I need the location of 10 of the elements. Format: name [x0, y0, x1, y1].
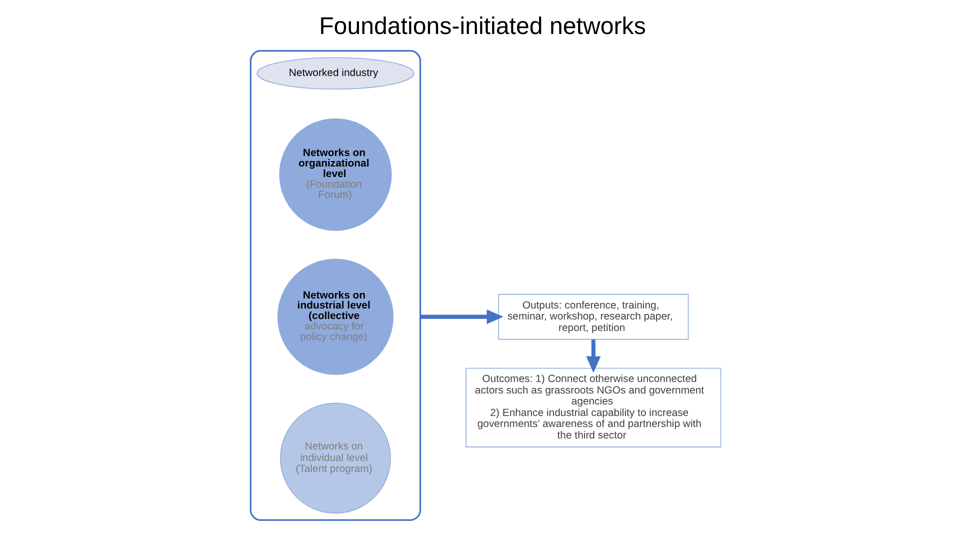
diagram-title: Foundations-initiated networks: [319, 12, 646, 40]
node-box: Outcomes: 1) Connect otherwise unconnected actors such as grassroots NGOs and government agencies 2) Enhance industrial capability to increase governments’ awareness of and partnership with the third sector: [466, 368, 722, 448]
arrow: [420, 310, 504, 324]
arrow: [586, 340, 601, 373]
cluster: [250, 50, 422, 521]
node-box: Outputs: conference, training, seminar, workshop, research paper, report, petition: [498, 294, 689, 340]
node-circle: Networks on organizational level (Foundation Forum): [279, 118, 392, 231]
node-circle: Networks on individual level (Talent program): [280, 402, 391, 514]
node-circle: Networks on industrial level (collective advocacy for policy change): [277, 258, 394, 375]
node-ellipse: Networked industry: [256, 57, 414, 90]
